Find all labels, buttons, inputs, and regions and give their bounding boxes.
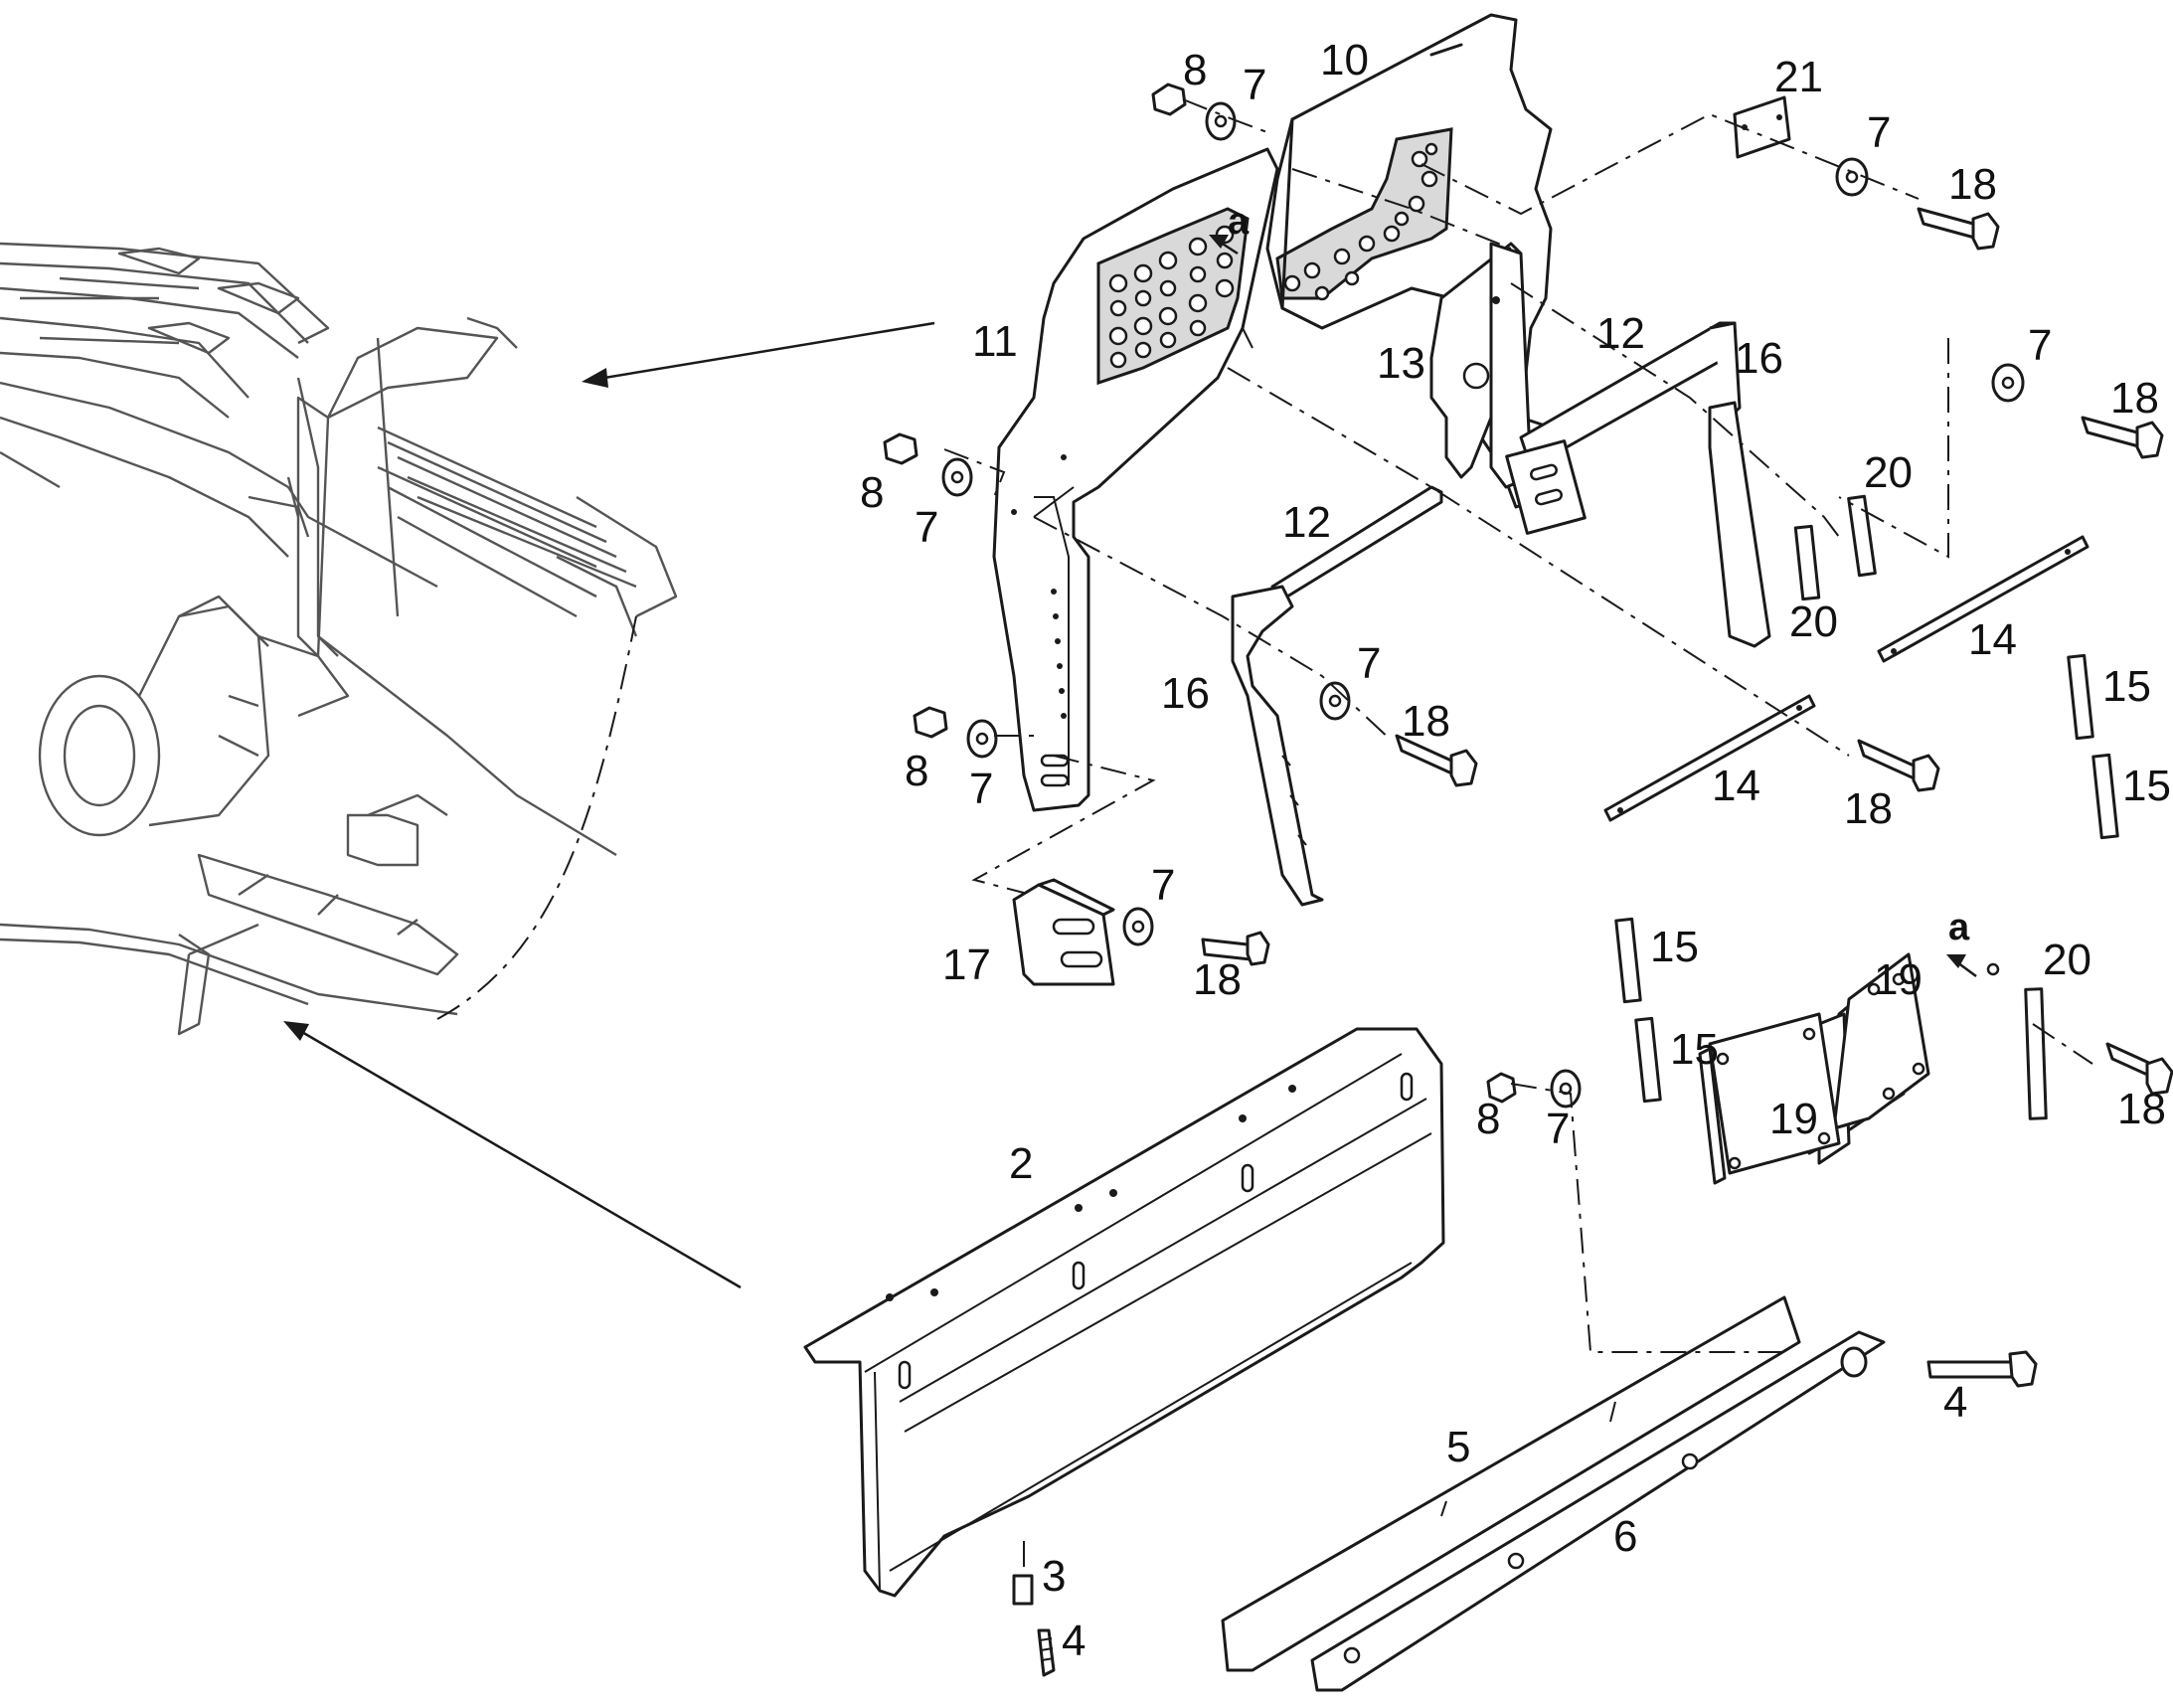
callout-a: a: [1948, 907, 1970, 948]
part-17-bracket: [1012, 878, 1115, 986]
callout-7: 7: [969, 765, 993, 813]
callout-15: 15: [2122, 762, 2171, 810]
callout-18: 18: [1193, 955, 1242, 1004]
callout-18: 18: [1844, 784, 1893, 833]
callout-7: 7: [915, 503, 938, 552]
callout-7: 7: [1243, 61, 1266, 109]
callout-5: 5: [1446, 1423, 1470, 1471]
callout-7: 7: [2028, 321, 2052, 370]
callout-18: 18: [2117, 1085, 2166, 1133]
callout-19: 19: [1874, 955, 1922, 1004]
callout-8: 8: [1183, 46, 1207, 94]
callout-3: 3: [1042, 1552, 1066, 1601]
callout-15: 15: [1670, 1025, 1719, 1074]
part-12-lower-rail: [1231, 485, 1443, 907]
callout-11: 11: [972, 317, 1018, 366]
callout-20: 20: [1789, 598, 1838, 646]
callout-7: 7: [1546, 1105, 1570, 1153]
part-12-upper-rail: [1505, 321, 1771, 648]
callout-4: 4: [1943, 1378, 1967, 1427]
part-15-20-straps: [1614, 494, 2119, 1120]
part-13-bracket: [1429, 242, 1533, 489]
callout-12: 12: [1282, 498, 1331, 547]
callout-17: 17: [942, 940, 991, 989]
fasteners: [883, 83, 2173, 1677]
part-19-plates: [1698, 952, 2000, 1185]
callout-13: 13: [1377, 339, 1425, 388]
callout-12: 12: [1596, 309, 1645, 358]
part-6-strip: [1310, 1330, 1886, 1692]
callout-15: 15: [1650, 923, 1699, 971]
part-11-panel: [992, 147, 1279, 812]
callout-4: 4: [1062, 1617, 1086, 1665]
callout-20: 20: [1864, 448, 1913, 497]
callout-7: 7: [1151, 861, 1175, 910]
callout-14: 14: [1712, 762, 1760, 810]
callout-labels: 10 11 8 7 21 7 18 12 16 13 7 18 8 7 20 1…: [860, 36, 2171, 1665]
callout-6: 6: [1613, 1512, 1637, 1561]
callout-10: 10: [1320, 36, 1369, 85]
callout-8: 8: [905, 747, 928, 795]
callout-8: 8: [1476, 1095, 1500, 1143]
callout-8: 8: [860, 468, 884, 517]
callout-21: 21: [1774, 53, 1823, 101]
callout-19: 19: [1769, 1095, 1818, 1143]
callout-18: 18: [2110, 374, 2159, 423]
callout-2: 2: [1009, 1139, 1033, 1188]
part-2-guard: [803, 1027, 1445, 1598]
callout-18: 18: [1402, 697, 1450, 746]
machine-overview-sketch: [0, 242, 935, 1289]
assembly-lines: [943, 98, 2093, 1576]
callout-7: 7: [1357, 639, 1381, 688]
callout-16: 16: [1161, 669, 1210, 718]
callout-a: a: [1228, 201, 1250, 243]
callout-14: 14: [1968, 615, 2017, 664]
callout-18: 18: [1948, 160, 1997, 209]
callout-20: 20: [2043, 936, 2091, 984]
part-5-strip: [1221, 1295, 1801, 1672]
callout-7: 7: [1867, 108, 1891, 157]
callout-15: 15: [2102, 662, 2151, 711]
callout-16: 16: [1735, 334, 1783, 383]
part-14-strips: [1603, 535, 2089, 822]
